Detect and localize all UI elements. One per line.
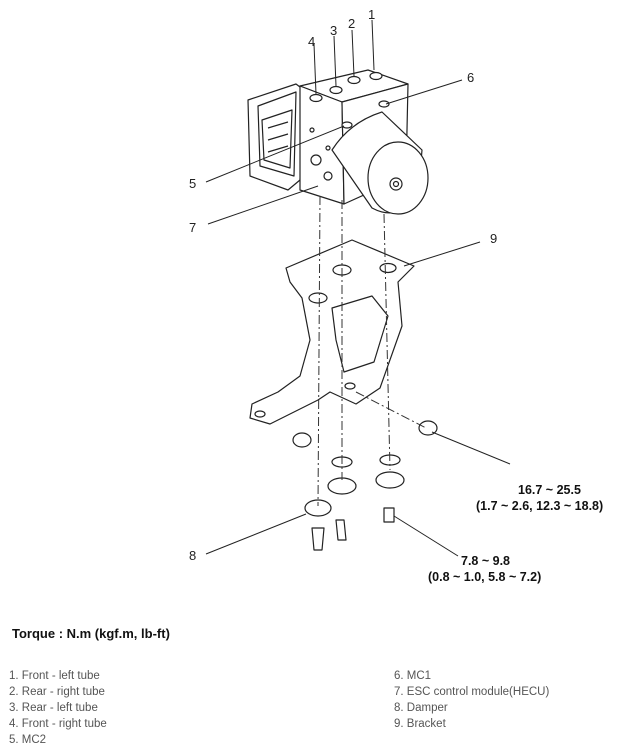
alignment-centerlines: [317, 195, 427, 507]
damper-set: [292, 420, 438, 551]
legend-item: 1. Front - left tube: [9, 670, 100, 682]
legend-item: 8. Damper: [394, 702, 448, 714]
bracket: [249, 239, 415, 425]
parts-legend-left: 1. Front - left tube 2. Rear - right tub…: [9, 668, 107, 748]
parts-legend-right: 6. MC1 7. ESC control module(HECU) 8. Da…: [394, 668, 549, 732]
legend-item: 7. ESC control module(HECU): [394, 686, 550, 698]
legend-item: 4. Front - right tube: [9, 718, 107, 730]
legend-item: 6. MC1: [394, 670, 432, 682]
callout-7: 7: [189, 220, 196, 235]
callout-3: 3: [330, 23, 337, 38]
callout-8: 8: [189, 548, 196, 563]
torque-upper-value: 16.7 ~ 25.5: [518, 483, 581, 497]
callout-4: 4: [308, 34, 315, 49]
ecu-connector-housing: [247, 83, 305, 191]
exploded-parts-diagram: 1 2 3 4 5 6 7 8 9 16.7 ~ 25.5 (1.7 ~ 2.6…: [189, 7, 603, 584]
pump-motor: [331, 111, 429, 215]
leader-lines: [205, 19, 511, 557]
legend-item: 5. MC2: [9, 734, 47, 746]
torque-lower-alt: (0.8 ~ 1.0, 5.8 ~ 7.2): [428, 570, 541, 584]
torque-lower-value: 7.8 ~ 9.8: [461, 554, 510, 568]
legend-item: 9. Bracket: [394, 718, 446, 730]
callout-5: 5: [189, 176, 196, 191]
callout-9: 9: [490, 231, 497, 246]
callout-6: 6: [467, 70, 474, 85]
legend-item: 3. Rear - left tube: [9, 702, 98, 714]
legend-item: 2. Rear - right tube: [9, 686, 105, 698]
callout-1: 1: [368, 7, 375, 22]
torque-upper-alt: (1.7 ~ 2.6, 12.3 ~ 18.8): [476, 499, 603, 513]
callout-2: 2: [348, 16, 355, 31]
torque-unit-title: Torque : N.m (kgf.m, lb-ft): [12, 626, 170, 641]
